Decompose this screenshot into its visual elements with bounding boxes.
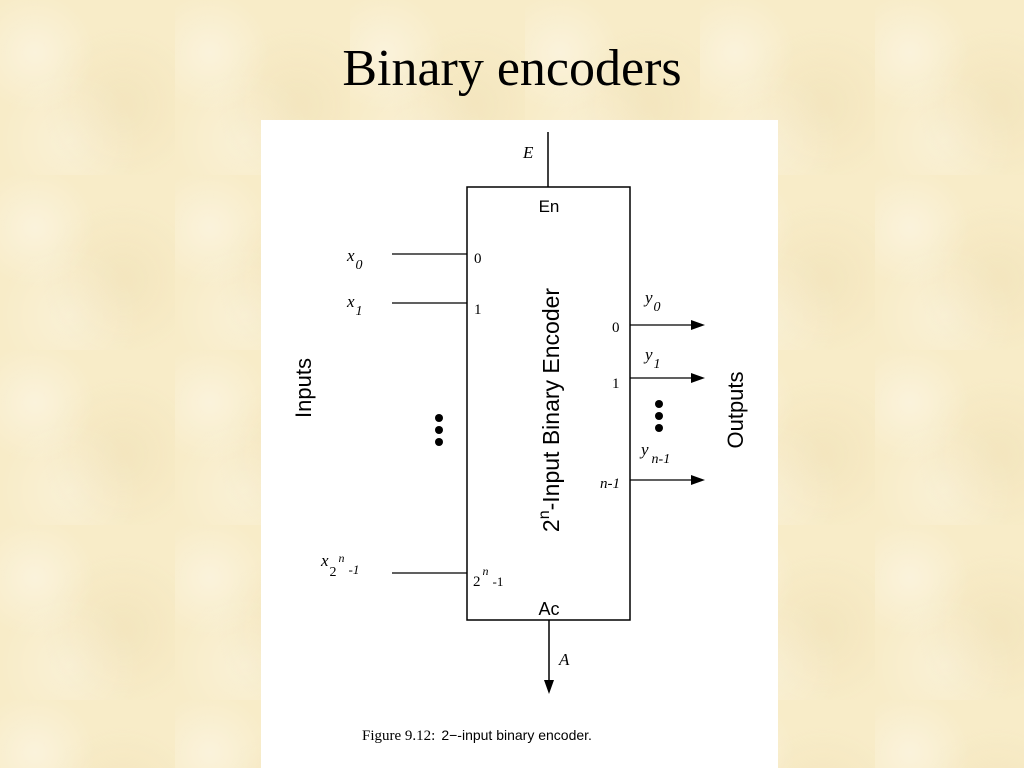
active-signal-label: A: [558, 650, 570, 669]
encoder-figure: E En Ac 2n-Input Binary Encoder Inputs x…: [261, 120, 778, 768]
output-arrow-0: [691, 320, 705, 330]
output-pin-1: 1: [612, 376, 620, 392]
output-pin-0: 0: [612, 320, 620, 336]
enable-signal-label: E: [522, 143, 534, 162]
block-title-rest: -Input Binary Encoder: [538, 288, 564, 511]
enable-pin-label: En: [539, 197, 560, 216]
output-arrow-last: [691, 475, 705, 485]
block-title-base: 2: [538, 519, 564, 532]
input-pin-1: 1: [474, 302, 482, 318]
slide-title: Binary encoders: [342, 40, 682, 97]
output-label-0: y0: [643, 288, 661, 315]
caption-text: 2−-input binary encoder.: [441, 727, 592, 743]
output-label-1: y1: [643, 345, 661, 372]
encoder-diagram: E En Ac 2n-Input Binary Encoder Inputs x…: [291, 132, 748, 744]
block-title-exp: n: [536, 510, 553, 519]
active-arrow: [544, 680, 554, 694]
input-ellipsis: [435, 414, 443, 446]
outputs-group-label: Outputs: [723, 371, 748, 448]
block-title: 2n-Input Binary Encoder: [536, 288, 564, 532]
active-pin-label: Ac: [538, 599, 559, 619]
inputs-group-label: Inputs: [291, 358, 316, 418]
caption-prefix: Figure 9.12:: [362, 728, 435, 744]
figure-caption: Figure 9.12: 2−-input binary encoder.: [362, 727, 592, 744]
input-pin-0: 0: [474, 251, 482, 267]
input-label-last: x2n-1: [320, 551, 359, 580]
input-label-1: x1: [346, 292, 363, 319]
input-pin-last: 2n-1: [473, 564, 503, 590]
output-pin-last: n-1: [600, 476, 620, 492]
output-ellipsis: [655, 400, 663, 432]
output-label-last: yn-1: [639, 440, 670, 467]
output-arrow-1: [691, 373, 705, 383]
input-label-0: x0: [346, 246, 363, 273]
